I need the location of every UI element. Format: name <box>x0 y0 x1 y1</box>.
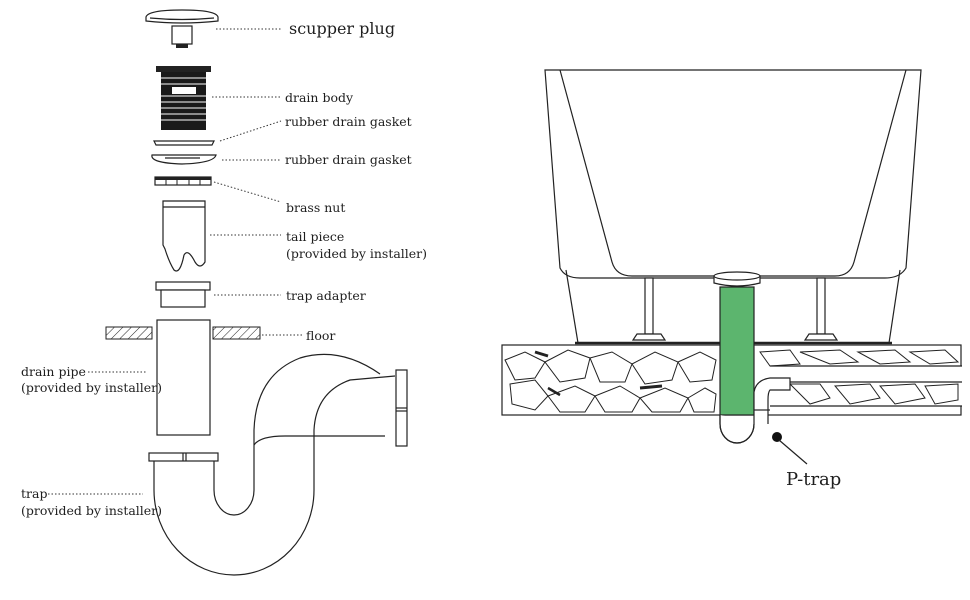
label-trap-note: (provided by installer) <box>21 503 162 518</box>
p-trap-callout: P-trap <box>772 432 841 490</box>
label-p-trap: P-trap <box>786 469 841 490</box>
exploded-labels: scupper plug drain body rubber drain gas… <box>21 19 427 518</box>
label-gasket-2: rubber drain gasket <box>285 152 412 167</box>
label-drain-body: drain body <box>285 90 354 105</box>
exploded-view: scupper plug drain body rubber drain gas… <box>21 9 427 576</box>
floor-hatch <box>105 326 261 340</box>
brass-nut-part <box>154 176 212 186</box>
trap-part <box>148 353 408 576</box>
label-drain-pipe-note: (provided by installer) <box>21 380 162 395</box>
installed-drain <box>713 271 791 444</box>
concrete-slab <box>501 344 962 416</box>
label-scupper-plug: scupper plug <box>289 19 395 38</box>
label-trap-adapter: trap adapter <box>286 288 366 303</box>
tub-feet <box>631 277 839 341</box>
trap-adapter-part <box>155 281 211 308</box>
drain-body-part <box>156 66 211 130</box>
rubber-gasket-2-part <box>151 154 217 165</box>
leader-lines <box>48 28 302 495</box>
drain-pipe-part <box>156 319 211 436</box>
label-gasket-1: rubber drain gasket <box>285 114 412 129</box>
label-tail-piece-note: (provided by installer) <box>286 246 427 261</box>
scupper-plug-part <box>145 9 219 48</box>
rubber-gasket-1-part <box>153 140 215 146</box>
label-trap: trap <box>21 486 47 501</box>
tail-piece-part <box>162 200 206 272</box>
label-drain-pipe: drain pipe <box>21 364 86 379</box>
label-tail-piece: tail piece <box>286 229 344 244</box>
installed-view: P-trap <box>501 69 962 490</box>
label-floor: floor <box>306 328 335 343</box>
label-brass-nut: brass nut <box>286 200 345 215</box>
